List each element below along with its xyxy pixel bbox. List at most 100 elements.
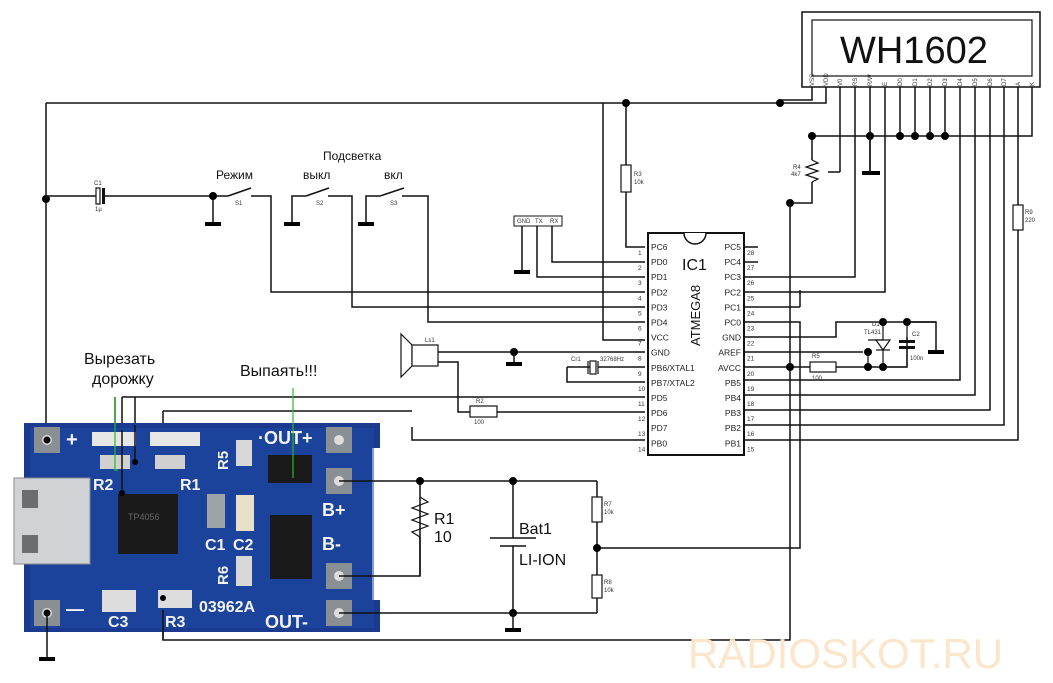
svg-text:220: 220 xyxy=(1025,218,1036,224)
switch-levers xyxy=(227,187,405,197)
battery-wires xyxy=(339,480,598,614)
pcb-r1: R1 xyxy=(180,477,201,494)
svg-text:LI-ION: LI-ION xyxy=(519,552,566,569)
mcu-pin-number: 18 xyxy=(747,401,755,408)
pcb-r5: R5 xyxy=(215,451,232,470)
label-backlight: Подсветка xyxy=(323,149,382,163)
mcu-atmega8: IC1 ATMEGA8 PC61PD02PD13PD24PD35PD46VCC7… xyxy=(638,232,755,456)
capacitor-c2: C2 100n xyxy=(883,322,923,368)
mcu-pin-number: 17 xyxy=(747,416,755,423)
mcu-pin-number: 4 xyxy=(638,295,642,302)
svg-text:4k7: 4k7 xyxy=(791,172,801,178)
pcb-r2: R2 xyxy=(93,477,114,494)
lcd-pin-label: A xyxy=(1016,82,1022,86)
svg-text:Ls1: Ls1 xyxy=(425,338,435,344)
mcu-pin-name: PB7/XTAL2 xyxy=(651,378,695,388)
svg-text:R1: R1 xyxy=(434,511,455,528)
mcu-pin-name: PC3 xyxy=(724,272,741,282)
lcd-pin-label: K xyxy=(1030,82,1036,86)
mcu-pin-number: 13 xyxy=(638,431,646,438)
mcu-pin-name: PD3 xyxy=(651,302,668,312)
svg-text:10k: 10k xyxy=(604,588,615,594)
crystal-cr1: Cr1 32768Hz xyxy=(571,357,624,375)
resistor-r2: R2 100 xyxy=(469,399,498,426)
svg-text:100: 100 xyxy=(474,420,485,426)
svg-text:GND: GND xyxy=(517,219,531,225)
mcu-pin-name: PC4 xyxy=(724,257,741,267)
pcb-out-plus: ·OUT+ xyxy=(258,428,313,448)
mcu-pin-number: 25 xyxy=(747,295,755,302)
mcu-pin-name: GND xyxy=(651,348,670,358)
mcu-pin-name: PC6 xyxy=(651,242,668,252)
mcu-pin-number: 15 xyxy=(747,446,755,453)
mcu-pin-number: 19 xyxy=(747,386,755,393)
mcu-pin-name: PB4 xyxy=(725,393,741,403)
svg-text:C1: C1 xyxy=(94,181,102,187)
pcb-r3: R3 xyxy=(165,614,186,631)
mcu-pin-name: PD0 xyxy=(651,257,668,267)
lcd-junctions xyxy=(786,132,949,207)
mcu-pin-name: PD1 xyxy=(651,272,668,282)
reference-d1-tl431: D1 TL431 xyxy=(864,318,911,371)
resistor-r8: R8 10k xyxy=(591,574,615,599)
mcu-pin-name: PB6/XTAL1 xyxy=(651,363,695,373)
mcu-pin-name: PD5 xyxy=(651,393,668,403)
mcu-pin-name: AVCC xyxy=(718,363,741,373)
label-mode: Режим xyxy=(216,168,253,182)
lcd-pin-label: E xyxy=(883,82,889,86)
lcd-pin-label: VSS xyxy=(810,74,816,86)
mcu-pin-name: PD2 xyxy=(651,287,668,297)
battery-bat1: Bat1 LI-ION xyxy=(490,521,566,569)
svg-text:Cr1: Cr1 xyxy=(571,357,581,363)
mcu-pin-number: 14 xyxy=(638,446,646,453)
mcu-pin-number: 1 xyxy=(638,250,642,257)
speaker-ls1: Ls1 xyxy=(400,332,439,379)
resistor-r9: R9 220 xyxy=(1012,204,1036,231)
mcu-pin-number: 22 xyxy=(747,341,755,348)
resistor-r3: R3 10k xyxy=(620,164,645,193)
mcu-pin-name: PB0 xyxy=(651,438,667,448)
pcb-r6: R6 xyxy=(215,566,232,585)
mcu-pin-number: 11 xyxy=(638,401,645,408)
watermark: RADIOSKOT.RU xyxy=(688,630,1003,677)
svg-text:TL431: TL431 xyxy=(864,330,882,336)
resistor-r1: R1 10 xyxy=(410,496,455,546)
pcb-c3: C3 xyxy=(108,614,129,631)
lcd-pin-label: D1 xyxy=(913,78,919,86)
pcb-out-minus: OUT- xyxy=(265,612,308,632)
svg-text:R9: R9 xyxy=(1025,210,1033,216)
svg-text:100: 100 xyxy=(812,376,823,382)
mcu-pin-name: VCC xyxy=(651,333,669,343)
svg-text:100n: 100n xyxy=(910,356,923,362)
mcu-pin-name: PB5 xyxy=(725,378,741,388)
switch-row-wires xyxy=(46,195,645,323)
lcd-pin-label: D2 xyxy=(928,78,934,86)
lcd-pin-label: R/W xyxy=(868,74,874,86)
mcu-pin-name: PD6 xyxy=(651,408,668,418)
capacitor-c1: C1 1µ xyxy=(94,181,105,213)
mcu-pin-name: PB1 xyxy=(725,438,741,448)
potentiometer-r4: R4 4k7 xyxy=(791,159,820,183)
mcu-pin-number: 7 xyxy=(638,341,642,348)
mcu-pin-number: 6 xyxy=(638,326,642,333)
lcd-pin-label: D4 xyxy=(958,78,964,86)
pcb-b-minus: B- xyxy=(322,534,341,554)
svg-text:R2: R2 xyxy=(476,399,484,405)
svg-text:R3: R3 xyxy=(634,172,642,178)
note-cut-trace-line1: Вырезать xyxy=(84,351,155,368)
lcd-title: WH1602 xyxy=(840,30,988,72)
pcb-c1: C1 xyxy=(205,537,226,554)
mcu-pin-name: PD4 xyxy=(651,318,668,328)
label-off: выкл xyxy=(303,168,330,182)
mcu-pin-number: 5 xyxy=(638,310,642,317)
lcd-pin-label: VDD xyxy=(824,73,830,86)
svg-text:10k: 10k xyxy=(634,180,645,186)
mcu-pin-number: 26 xyxy=(747,280,755,287)
mcu-pin-number: 12 xyxy=(638,416,646,423)
svg-text:D1: D1 xyxy=(872,322,880,328)
mcu-pin-name: PB3 xyxy=(725,408,741,418)
lcd-pin-label: RS xyxy=(853,78,859,86)
mcu-pin-name: PC1 xyxy=(724,302,741,312)
